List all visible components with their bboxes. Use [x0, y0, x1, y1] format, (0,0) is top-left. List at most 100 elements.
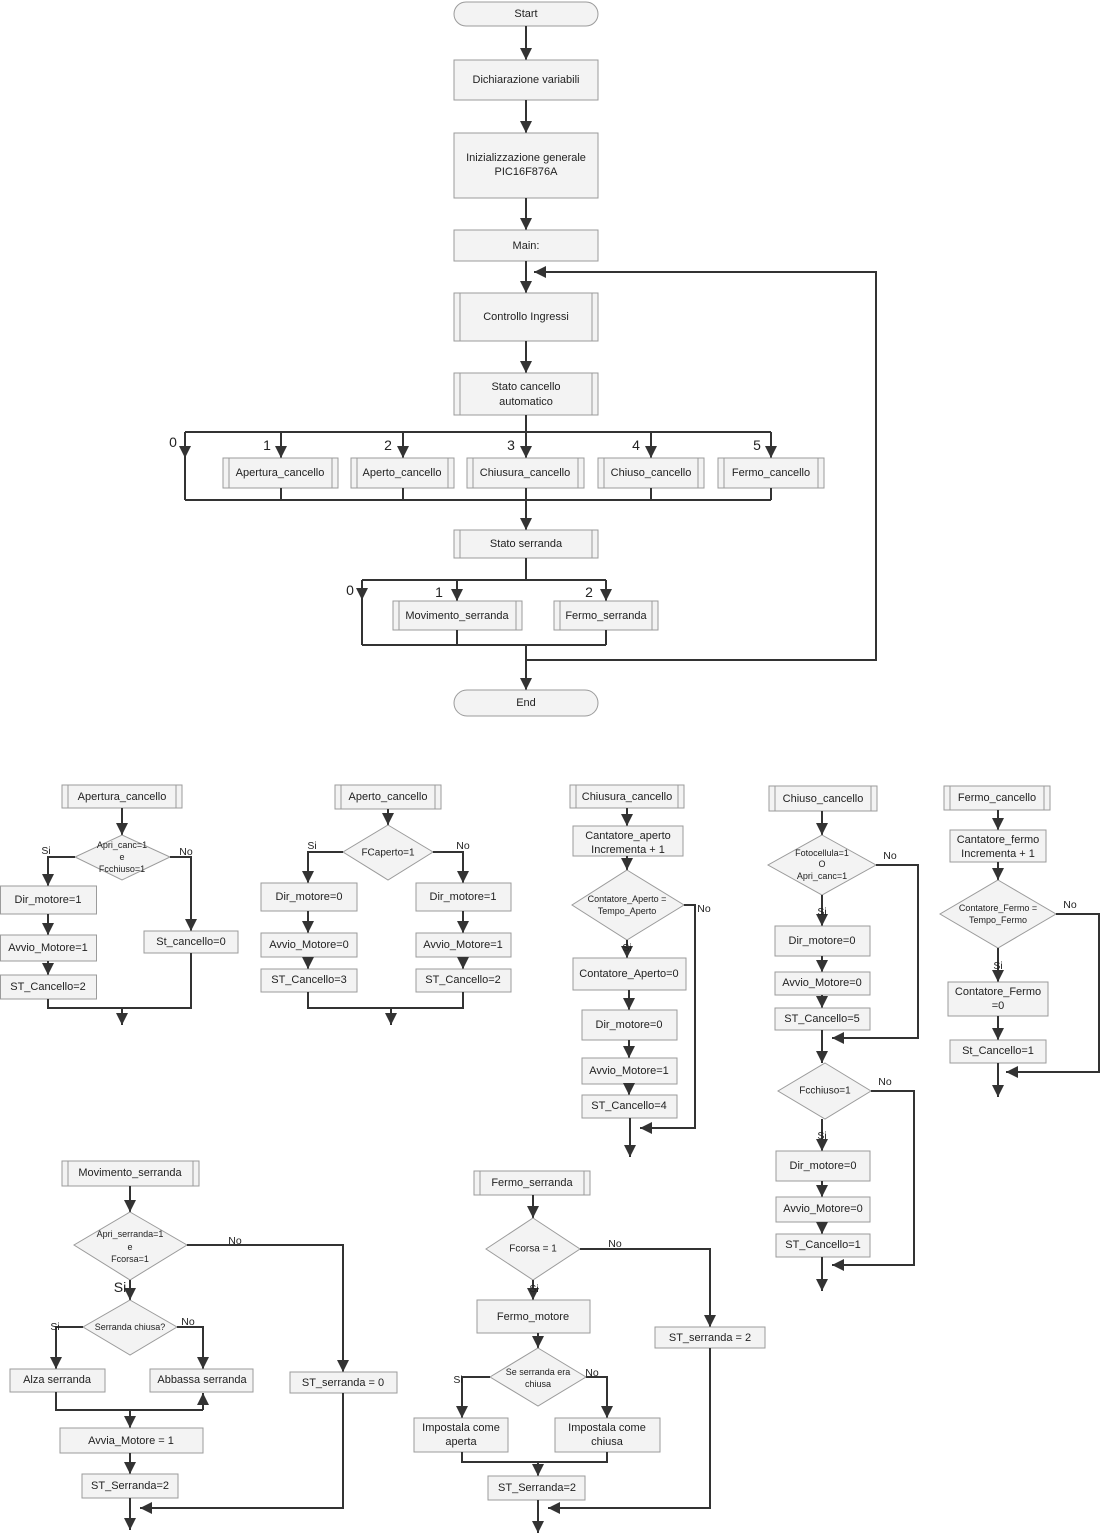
- subroutine-bars: [459, 373, 593, 415]
- case-label: 0: [169, 434, 177, 450]
- node-label: Fermo_serranda: [565, 610, 647, 622]
- decision-label: Tempo_Aperto: [598, 906, 657, 916]
- step-label: Impostala come: [422, 1422, 500, 1434]
- no-label: No: [608, 1238, 622, 1250]
- node-fermo-serranda: Fermo_serranda: [553, 600, 659, 631]
- decision-label: chiusa: [525, 1379, 551, 1389]
- node-start: Start: [453, 1, 599, 27]
- step-label: ST_serranda = 2: [669, 1332, 751, 1344]
- node-fermo-cancello: Fermo_cancello: [717, 457, 825, 489]
- yes-connector: [42, 856, 75, 886]
- merge-connector: [461, 1452, 608, 1463]
- process-shape: [487, 1475, 586, 1501]
- step-label: ST_Cancello=4: [591, 1100, 667, 1112]
- process-shape: [149, 1368, 254, 1393]
- no-label: No: [878, 1076, 892, 1088]
- yes-label: Si: [817, 1130, 826, 1142]
- step-label: St_Cancello=1: [962, 1045, 1034, 1057]
- subroutine-shape: [466, 457, 585, 489]
- no-connector: [832, 1090, 915, 1271]
- flow-chiusura-cancello: Chiusura_cancello Cantatore_aperto Incre…: [569, 784, 711, 1157]
- yes-label: Si: [307, 840, 316, 852]
- decision-shape: [939, 879, 1057, 949]
- subroutine-shape: [943, 785, 1051, 811]
- step-label: Avvio_Motore=1: [423, 939, 503, 951]
- step-label: Dir_motore=0: [276, 891, 343, 903]
- switch-bus: [185, 415, 771, 433]
- subroutine-bars: [67, 1161, 194, 1186]
- yes-label: Si: [817, 906, 826, 918]
- process-shape: [476, 1299, 591, 1334]
- node-label: Apertura_cancello: [236, 467, 325, 479]
- flow-chiuso-cancello: Chiuso_cancello Fotocellula=1 O Apri_can…: [766, 785, 919, 1291]
- step-label: =0: [992, 1000, 1005, 1012]
- process-shape: [59, 1427, 204, 1454]
- yes-connector: [456, 1376, 490, 1418]
- step-label: Contatore_Aperto=0: [579, 968, 678, 980]
- node-label: Main:: [513, 240, 540, 252]
- merge-bus: [362, 630, 607, 646]
- no-connector: [1006, 913, 1100, 1078]
- subroutine-bars: [603, 458, 699, 488]
- decision-shape: [73, 834, 172, 881]
- decision-label: FCaperto=1: [361, 848, 415, 859]
- process-shape: [9, 1368, 106, 1393]
- decision-label: e: [127, 1242, 132, 1252]
- flow-title: Fermo_serranda: [491, 1177, 573, 1189]
- step-label: Cantatore_aperto: [585, 830, 671, 842]
- no-label: No: [883, 850, 897, 862]
- no-connector: [586, 1376, 613, 1418]
- no-label: No: [181, 1316, 195, 1328]
- subroutine-bars: [949, 786, 1045, 810]
- flow-aperto-cancello: Aperto_cancello FCaperto=1 Si No Dir_mot…: [260, 784, 512, 1025]
- no-connector: [170, 856, 197, 931]
- subroutine-bars: [479, 1171, 585, 1195]
- subroutine-bars: [356, 458, 449, 488]
- step-label: ST_Cancello=2: [425, 974, 501, 986]
- process-shape: [554, 1417, 661, 1453]
- main-flow: Start Dichiarazione variabili Inizializz…: [169, 1, 877, 717]
- step-label: Dir_motore=0: [789, 935, 856, 947]
- step-label: Dir_motore=0: [790, 1160, 857, 1172]
- subroutine-shape: [222, 457, 339, 489]
- process-shape: [0, 974, 97, 1000]
- flow-title: Fermo_cancello: [958, 792, 1036, 804]
- case-label: 1: [263, 437, 271, 453]
- merge-connector: [47, 953, 192, 1009]
- no-label: No: [228, 1235, 242, 1247]
- node-controllo-ingressi: Controllo Ingressi: [453, 292, 599, 342]
- subroutine-bars: [459, 293, 593, 341]
- case-label: 0: [346, 582, 354, 598]
- node-label: Dichiarazione variabili: [473, 74, 580, 86]
- node-declare-variables: Dichiarazione variabili: [453, 59, 599, 101]
- decision-label: Contatore_Aperto =: [588, 894, 667, 904]
- step-label: Dir_motore=0: [596, 1019, 663, 1031]
- decision-shape: [82, 1299, 178, 1356]
- node-label: Stato serranda: [490, 538, 563, 550]
- subroutine-shape: [597, 457, 705, 489]
- step-label: Avvio_Motore=0: [782, 977, 862, 989]
- step-label: Avvia_Motore = 1: [88, 1435, 174, 1447]
- no-label: No: [1063, 899, 1077, 911]
- merge-connector: [307, 992, 464, 1009]
- node-stato-cancello: Stato cancello automatico: [453, 372, 599, 416]
- process-shape: [774, 925, 871, 957]
- step-label: Dir_motore=1: [15, 894, 82, 906]
- step-label: Avvio_Motore=1: [8, 942, 88, 954]
- flow-apertura-cancello: Apertura_cancello Apri_canc=1 e Fcchiuso…: [0, 784, 239, 1025]
- no-connector: [433, 851, 469, 883]
- no-label: No: [456, 840, 470, 852]
- flow-movimento-serranda: Movimento_serranda Apri_serranda=1 e Fco…: [9, 1160, 398, 1530]
- decision-label: O: [818, 859, 825, 869]
- step-label: Incrementa + 1: [591, 844, 665, 856]
- process-shape: [775, 1150, 871, 1182]
- subroutine-shape: [453, 529, 599, 559]
- process-shape: [947, 981, 1049, 1017]
- step-label: ST_serranda = 0: [302, 1377, 384, 1389]
- process-shape: [415, 882, 512, 912]
- node-chiuso-cancello: Chiuso_cancello: [597, 457, 705, 489]
- yes-label: Si: [453, 1374, 462, 1386]
- step-label: chiusa: [591, 1436, 624, 1448]
- node-label: Aperto_cancello: [363, 467, 442, 479]
